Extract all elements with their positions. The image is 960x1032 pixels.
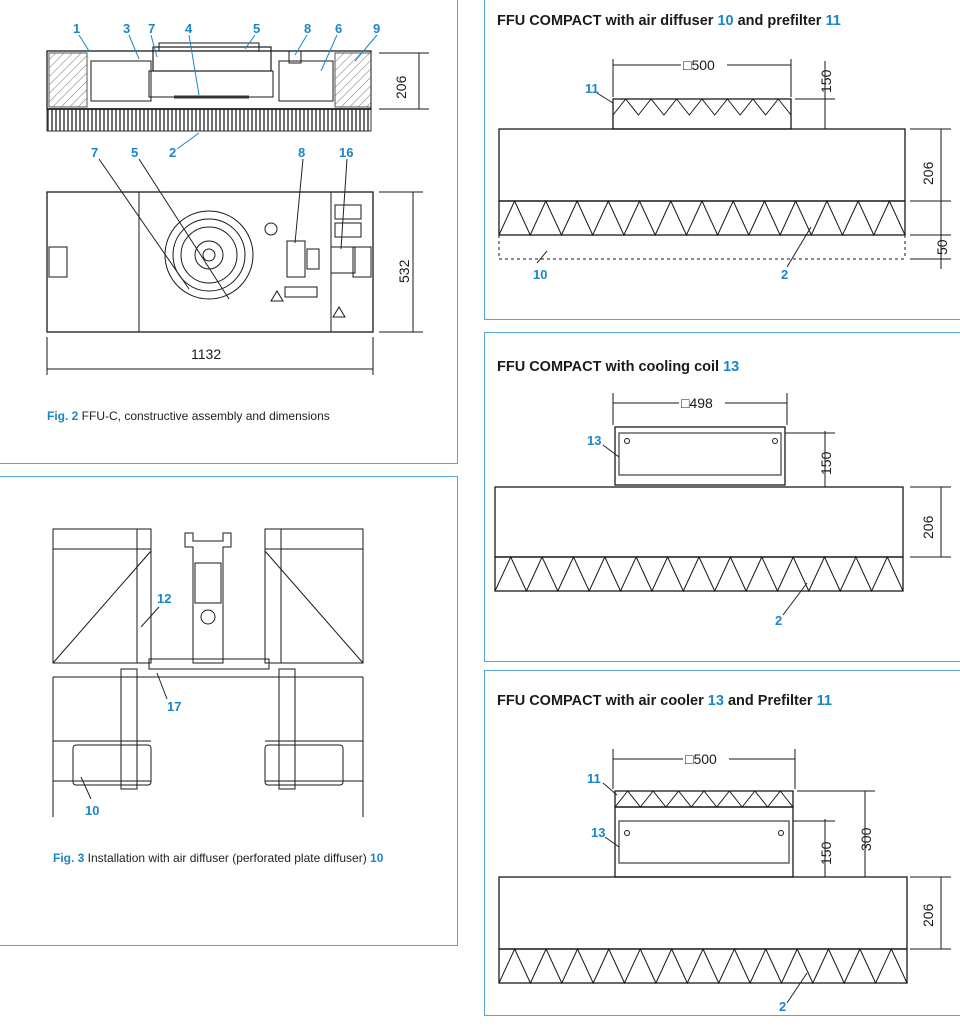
panel-c-title: FFU COMPACT with air cooler 13 and Prefi…: [497, 693, 832, 709]
callout-8: 8: [304, 21, 311, 36]
callout-4: 4: [185, 21, 193, 36]
panel-b-dim-coil: 150: [818, 451, 834, 475]
fig3-caption-text: Installation with air diffuser (perforat…: [84, 851, 371, 865]
panel-c-callout-13: 13: [591, 825, 605, 840]
panel-b-title: FFU COMPACT with cooling coil 13: [497, 359, 739, 375]
panel-a-dims: [612, 59, 951, 269]
fig3-caption-num: 10: [370, 851, 384, 865]
fig2-caption-text: FFU-C, constructive assembly and dimensi…: [78, 409, 330, 423]
panel-c-title-mid: and Prefilter: [723, 693, 817, 709]
fig3-panel: 12 17 10 Fig. 3 Installation with air di…: [0, 476, 458, 946]
panel-a-callout-2: 2: [781, 267, 788, 282]
callout-5: 5: [253, 21, 260, 36]
fig3-section: [52, 528, 364, 817]
panel-b-unit: [494, 426, 904, 592]
callout-12: 12: [157, 591, 171, 606]
dim-532-label: 532: [396, 259, 412, 283]
panel-c-dim-total: 300: [858, 827, 874, 851]
panel-a-dim-prefilter: 150: [818, 69, 834, 93]
panel-a-title-text: FFU COMPACT with air diffuser: [497, 13, 718, 29]
plan-view: [46, 191, 374, 333]
panel-c-unit: [498, 790, 908, 984]
dim-206-label: 206: [393, 75, 409, 99]
callout-fig3-10: 10: [85, 803, 99, 818]
panel-air-cooler: FFU COMPACT with air cooler 13 and Prefi…: [484, 670, 960, 1016]
panel-c-leaders: [602, 782, 808, 1004]
panel-a-drawing: □500 150 206 50 11 10 2: [498, 57, 951, 282]
panel-b-leaders: [602, 444, 808, 616]
callout-plan-5: 5: [131, 145, 138, 160]
panel-c-callout-11: 11: [587, 771, 601, 786]
callout-2: 2: [169, 145, 176, 160]
panel-b-dim-unit: 206: [920, 515, 936, 539]
panel-c-title-num1: 13: [707, 693, 724, 709]
dim-1132: [46, 337, 374, 375]
panel-a-callout-11: 11: [585, 81, 599, 96]
callout-plan-16: 16: [339, 145, 353, 160]
callout-6: 6: [335, 21, 342, 36]
panel-a-filter-pleats: [498, 199, 906, 237]
fig2-caption: Fig. 2 FFU-C, constructive assembly and …: [47, 409, 330, 423]
panel-b-filter-pleats: [494, 555, 904, 593]
fig3-drawing: 12 17 10: [52, 528, 364, 818]
panel-c-dim-width: □500: [685, 751, 717, 767]
callout-plan-7: 7: [91, 145, 98, 160]
panel-c-drawing: □500 150 300 206 11 13 2: [498, 749, 951, 1014]
panel-a-callout-10: 10: [533, 267, 547, 282]
plan-leaders: [98, 158, 348, 300]
panel-c-dims: [612, 749, 951, 950]
panel-a-leaders: [536, 92, 812, 268]
panel-c-title-text: FFU COMPACT with air cooler: [497, 693, 708, 709]
panel-cooling-coil: FFU COMPACT with cooling coil 13 □498 15…: [484, 332, 960, 662]
panel-a-title-num2: 11: [825, 13, 841, 29]
panel-c-filter-pleats: [498, 947, 908, 985]
panel-a-dim-unit: 206: [920, 161, 936, 185]
callout-plan-8: 8: [298, 145, 305, 160]
callout-17: 17: [167, 699, 181, 714]
panel-air-diffuser: FFU COMPACT with air diffuser 10 and pre…: [484, 0, 960, 320]
callout-3: 3: [123, 21, 130, 36]
panel-a-dim-diffuser: 50: [934, 239, 950, 255]
panel-c-title-num2: 11: [816, 693, 832, 709]
panel-b-title-text: FFU COMPACT with cooling coil: [497, 359, 724, 375]
fig3-leaders: [80, 606, 168, 800]
panel-a-dim-width: □500: [683, 57, 715, 73]
dim-1132-label: 1132: [191, 346, 221, 362]
fig2-panel: 1 3 7 4 5 8 6 9 2 206: [0, 0, 458, 464]
fig3-caption-label: Fig. 3: [53, 851, 85, 865]
callout-9: 9: [373, 21, 380, 36]
panel-c-dim-coil: 150: [818, 841, 834, 865]
panel-a-title: FFU COMPACT with air diffuser 10 and pre…: [497, 13, 841, 29]
panel-a-prefilter-pleats: [612, 98, 792, 116]
fig2-caption-label: Fig. 2: [47, 409, 79, 423]
panel-c-dim-unit: 206: [920, 903, 936, 927]
panel-b-title-num: 13: [723, 359, 740, 375]
fig3-caption: Fig. 3 Installation with air diffuser (p…: [53, 851, 383, 865]
panel-a-unit: [498, 98, 906, 260]
callout-7: 7: [148, 21, 155, 36]
panel-b-callout-2: 2: [775, 613, 782, 628]
dim-532: [379, 191, 423, 333]
panel-c-prefilter-pleats: [614, 790, 794, 808]
panel-b-drawing: □498 150 206 13 2: [494, 393, 951, 628]
panel-c-callout-2: 2: [779, 999, 786, 1014]
dim-206: [379, 52, 429, 110]
fig2-drawing: 1 3 7 4 5 8 6 9 2 206: [46, 21, 429, 375]
callout-1: 1: [73, 21, 80, 36]
panel-b-dim-width: □498: [681, 395, 713, 411]
panel-a-title-mid: and prefilter: [733, 13, 826, 29]
fig2-leaders: [78, 34, 378, 150]
side-view: [46, 42, 372, 132]
panel-a-title-num1: 10: [717, 13, 734, 29]
panel-b-callout-13: 13: [587, 433, 601, 448]
